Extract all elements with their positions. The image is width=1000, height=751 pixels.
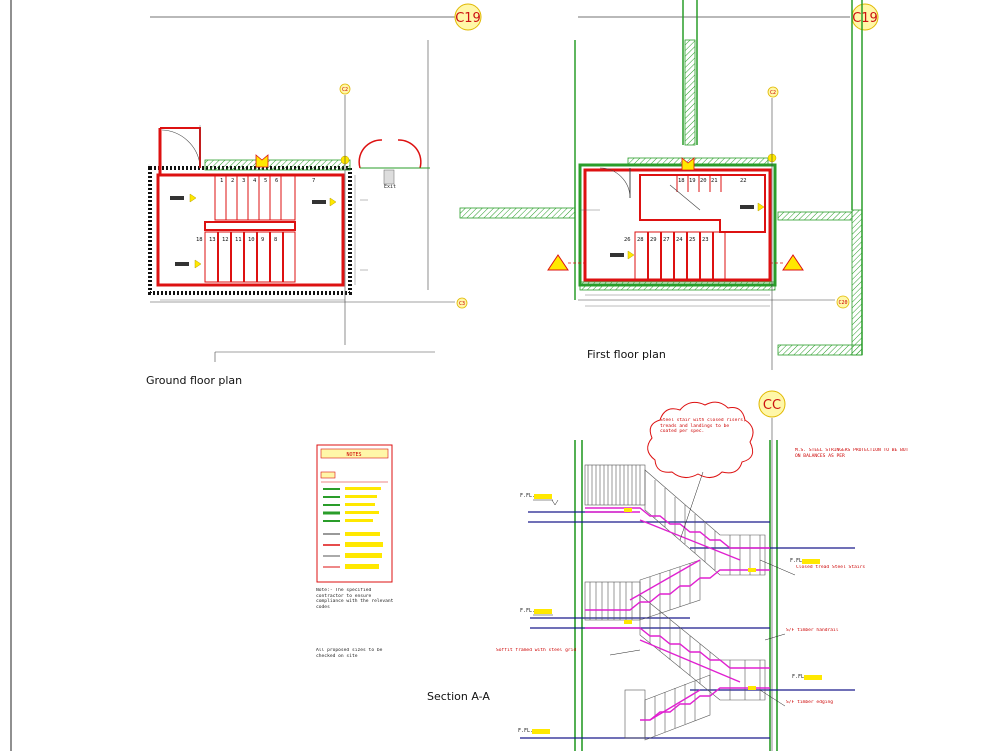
- svg-text:C2: C2: [770, 90, 776, 96]
- svg-text:CC: CC: [763, 398, 781, 413]
- section-level-markers: F.FL. F.FL. F.FL. F.FL. F.FL.: [518, 493, 822, 734]
- svg-text:C19: C19: [455, 11, 481, 26]
- legend-note-text: Note:- The specified contractor to ensur…: [316, 588, 393, 610]
- section-a-a[interactable]: CC: [427, 390, 915, 751]
- grid-bubble-c19-right[interactable]: C19: [851, 3, 879, 31]
- svg-text:C19: C19: [852, 11, 878, 26]
- section-note-edging: S/F timber edging: [786, 700, 833, 705]
- section-step-tags: [624, 508, 756, 690]
- first-stair-upper-flight: [676, 175, 722, 192]
- section-note-cloud[interactable]: Steel stair with closed risers, treads a…: [647, 401, 754, 541]
- svg-text:1: 1: [220, 178, 223, 184]
- section-note-soffit: Soffit framed with steel grid: [496, 648, 576, 653]
- svg-text:13: 13: [209, 237, 216, 243]
- legend-swatches: [323, 487, 383, 569]
- svg-text:27: 27: [663, 237, 670, 243]
- svg-text:F.FL.: F.FL.: [790, 558, 805, 564]
- section-stringers: [585, 507, 770, 721]
- svg-text:F.FL.: F.FL.: [520, 608, 535, 614]
- section-leader-lines: [609, 559, 796, 707]
- svg-text:22: 22: [740, 178, 747, 184]
- svg-text:26: 26: [624, 237, 631, 243]
- svg-text:9: 9: [261, 237, 264, 243]
- svg-text:12: 12: [222, 237, 229, 243]
- section-walls: [574, 440, 778, 751]
- svg-text:C3: C3: [459, 301, 465, 307]
- first-stair-lower-flight: [634, 231, 726, 281]
- section-title: Section A-A: [427, 690, 490, 703]
- ground-wall-hatch-top: [204, 159, 351, 171]
- grid-bubble-cc[interactable]: CC: [758, 390, 786, 418]
- section-note-handrail: S/F timber handrail: [786, 628, 839, 633]
- first-floor-plan-title: First floor plan: [587, 348, 666, 361]
- svg-text:23: 23: [702, 237, 709, 243]
- ground-exit-door[interactable]: Exit: [358, 139, 430, 190]
- svg-text:6: 6: [275, 178, 278, 184]
- section-note-stair-spec: Closed tread Steel Stairs: [796, 565, 865, 570]
- svg-text:10: 10: [248, 237, 255, 243]
- svg-text:20: 20: [700, 178, 707, 184]
- svg-text:F.FL.: F.FL.: [518, 728, 533, 734]
- svg-text:C2: C2: [342, 87, 348, 93]
- grid-bubble-c2-first[interactable]: C2: [767, 86, 779, 98]
- svg-text:4: 4: [253, 178, 257, 184]
- first-green-walls: [574, 0, 863, 355]
- svg-text:7: 7: [312, 178, 315, 184]
- first-door-swing: [599, 167, 631, 199]
- svg-text:18: 18: [196, 237, 203, 243]
- grid-bubble-c20[interactable]: C20: [836, 295, 850, 309]
- svg-text:F.FL.: F.FL.: [520, 493, 535, 499]
- legend-note-text-2: All proposed sizes to be checked on site: [316, 648, 382, 659]
- svg-text:11: 11: [235, 237, 242, 243]
- first-upper-tread-numbers: 18 19 20 21 22: [678, 178, 747, 184]
- first-lower-tread-numbers: 26 28 29 27 24 25 23: [624, 237, 709, 243]
- svg-text:NOTES: NOTES: [346, 452, 361, 458]
- ground-stair-lower-flight: [204, 231, 296, 283]
- first-level-tags: [547, 153, 804, 271]
- svg-text:28: 28: [637, 237, 644, 243]
- svg-text:3: 3: [242, 178, 245, 184]
- ground-door-swing: [161, 129, 201, 166]
- section-note-top-right: M.S. STEEL STRINGERS PROTECTION TO BE BU…: [795, 448, 908, 459]
- ground-stair-central-rail: [204, 221, 296, 231]
- svg-text:5: 5: [264, 178, 267, 184]
- svg-text:25: 25: [689, 237, 696, 243]
- svg-text:C20: C20: [838, 300, 847, 306]
- ground-floor-plan-title: Ground floor plan: [146, 374, 242, 387]
- svg-text:19: 19: [689, 178, 696, 184]
- ground-dimensions: [160, 125, 368, 301]
- grid-bubble-c3[interactable]: C3: [456, 297, 468, 309]
- first-dimensions: [580, 209, 770, 307]
- svg-text:21: 21: [711, 178, 718, 184]
- svg-text:24: 24: [676, 237, 683, 243]
- svg-text:29: 29: [650, 237, 657, 243]
- svg-text:18: 18: [678, 178, 685, 184]
- ground-stair-upper-flight: [214, 174, 296, 221]
- section-balustrades: [584, 464, 766, 741]
- first-slab-left: [459, 207, 576, 219]
- svg-text:F.FL.: F.FL.: [792, 674, 807, 680]
- legend-panel[interactable]: NOTES Note:- The specified contractor to…: [316, 444, 396, 688]
- grid-bubble-c19-left[interactable]: C19: [454, 3, 482, 31]
- ground-lower-tread-numbers: 18 13 12 11 10 9 8: [196, 237, 277, 243]
- ground-upper-tread-numbers: 1 2 3 4 5 6 7: [220, 178, 315, 184]
- grid-bubble-c2-ground[interactable]: C2: [339, 83, 351, 95]
- svg-text:8: 8: [274, 237, 277, 243]
- ground-floor-plan[interactable]: C19 1 2 3 4 5 6 7: [146, 3, 482, 387]
- svg-text:Exit: Exit: [384, 184, 396, 190]
- svg-text:2: 2: [231, 178, 234, 184]
- first-floor-plan[interactable]: C19 18: [459, 0, 879, 370]
